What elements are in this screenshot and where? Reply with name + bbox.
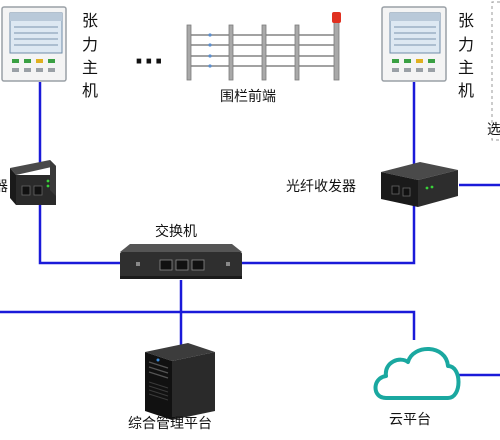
cloud-icon [373,347,461,400]
right-transceiver-label: 光纤收发器 [286,179,356,195]
left-host-label-char: 力 [82,35,98,54]
more-hosts-ellipsis: ··· [134,47,164,77]
left-host-label-char: 张 [82,11,98,30]
right-tension-host: 张 力 主 机 [381,6,474,100]
control-panel-icon [381,6,447,82]
control-panel-icon [1,6,67,82]
left-fiber-transceiver: 器 [0,160,56,205]
left-transceiver-label: 器 [0,179,8,195]
right-host-label-char: 机 [458,81,474,100]
platform-label: 综合管理平台 [128,416,212,432]
link-bus-to-cloud [181,310,416,340]
connection-lines [0,82,500,377]
network-switch: 交换机 [120,223,242,279]
fiber-transceiver-icon [10,160,56,205]
fence-front-end: 围栏前端 [186,12,341,105]
fence-label: 围栏前端 [220,88,276,105]
link-left-transceiver-to-switch [38,205,120,265]
integrated-management-platform: 综合管理平台 [128,343,215,432]
link-switch-to-right-transceiver [242,205,416,265]
fiber-transceiver-icon [381,162,458,207]
cropped-dashed-box: 选 [487,1,500,141]
cropped-edge-text: 选 [487,122,500,138]
alarm-light-icon [332,12,341,23]
left-host-label-char: 主 [82,58,98,77]
right-host-label-char: 主 [458,58,474,77]
network-switch-icon [120,244,242,279]
right-fiber-transceiver: 光纤收发器 [286,162,458,207]
right-host-label-char: 张 [458,11,474,30]
server-tower-icon [145,343,215,420]
cloud-platform: 云平台 [373,347,461,428]
left-host-label-char: 机 [82,81,98,100]
cloud-label: 云平台 [389,412,431,428]
right-host-label-char: 力 [458,35,474,54]
left-tension-host: 张 力 主 机 [1,6,98,100]
fence-icon [186,12,341,81]
switch-label: 交换机 [155,223,197,240]
